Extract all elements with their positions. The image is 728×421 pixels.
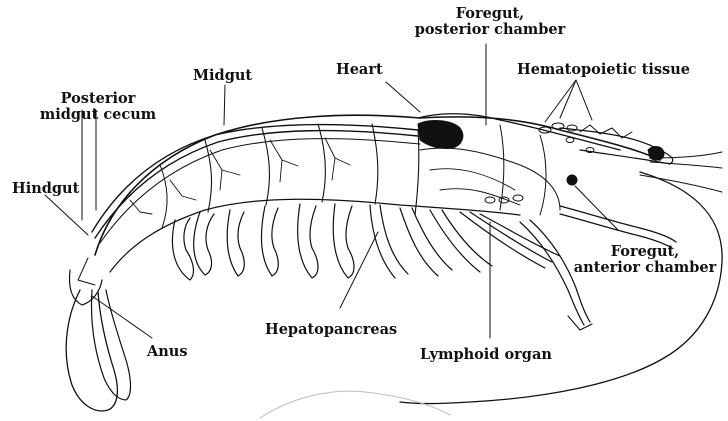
gut-upper <box>92 125 418 232</box>
label-foregut-posterior-line2: posterior chamber <box>400 22 580 38</box>
heart-shape <box>418 121 463 149</box>
label-hindgut: Hindgut <box>12 181 79 197</box>
label-anus: Anus <box>147 344 188 360</box>
label-foregut-anterior-line2: anterior chamber <box>565 260 725 276</box>
label-heart: Heart <box>336 62 383 78</box>
label-foregut-posterior: Foregut, posterior chamber <box>400 6 580 38</box>
label-midgut: Midgut <box>193 68 252 84</box>
label-foregut-anterior-line1: Foregut, <box>565 244 725 260</box>
label-posterior-midgut-cecum-line2: midgut cecum <box>38 107 158 123</box>
label-foregut-anterior: Foregut, anterior chamber <box>565 244 725 276</box>
label-hepatopancreas: Hepatopancreas <box>265 322 397 338</box>
label-foregut-posterior-line1: Foregut, <box>400 6 580 22</box>
gut-inner <box>100 139 420 243</box>
label-posterior-midgut-cecum: Posterior midgut cecum <box>38 91 158 123</box>
label-posterior-midgut-cecum-line1: Posterior <box>38 91 158 107</box>
gut-lower <box>95 131 418 238</box>
label-hematopoietic-tissue: Hematopoietic tissue <box>517 62 690 78</box>
label-lymphoid-organ: Lymphoid organ <box>420 347 552 363</box>
